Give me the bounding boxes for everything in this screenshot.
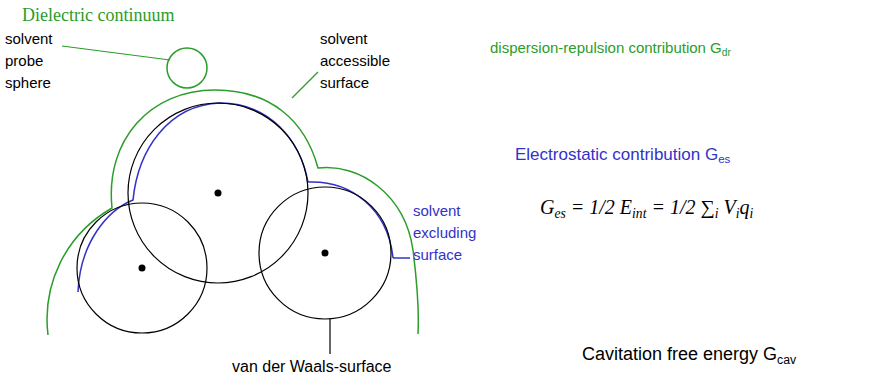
region-label: Dielectric continuum <box>22 4 174 27</box>
atom-sphere <box>77 203 207 333</box>
equation: Ges = 1/2 Eint = 1/2 ∑i Viqi <box>540 194 753 220</box>
part-label: solvent accessible surface <box>320 28 402 94</box>
probe-sphere <box>167 48 207 88</box>
atom-center <box>139 265 146 272</box>
part-label: solvent probe sphere <box>5 28 67 94</box>
part-label: solvent excluding surface <box>413 200 489 266</box>
term-label: Electrostatic contribution Ges <box>515 144 730 166</box>
atom-center <box>215 190 222 197</box>
excluding-surface <box>78 103 393 292</box>
leader-line <box>329 319 330 354</box>
atom-sphere <box>128 103 308 283</box>
atom-center <box>322 250 329 257</box>
leader-line <box>393 257 410 259</box>
term-label: dispersion-repulsion contribution Gdr <box>490 38 731 58</box>
leader-line <box>62 46 170 60</box>
atom-sphere <box>259 187 391 319</box>
term-label: Cavitation free energy Gcav <box>582 343 796 366</box>
leader-line <box>292 72 318 98</box>
accessible-surface <box>47 90 418 335</box>
part-label: van der Waals-surface <box>232 357 391 378</box>
